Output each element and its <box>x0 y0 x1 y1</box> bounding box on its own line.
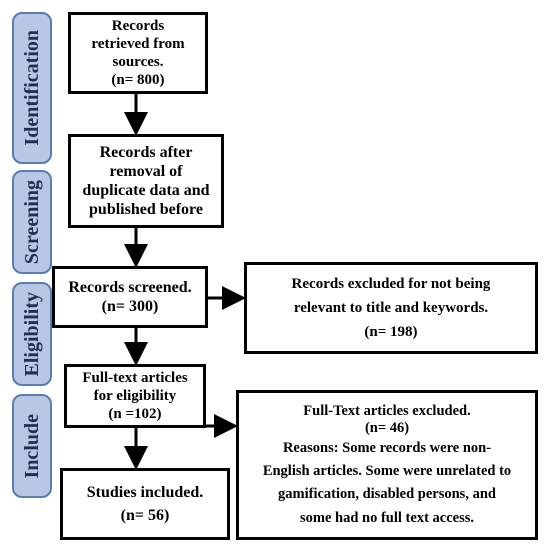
retrieved-line-3: sources. <box>112 54 164 70</box>
removal-line-3: duplicate data and <box>82 182 210 199</box>
fulltext-line-3: (n =102) <box>108 406 162 422</box>
removal-line-4: published before <box>89 201 203 219</box>
ft-excluded-line-3: Reasons: Some records were non- <box>282 439 492 456</box>
ft-excluded-line-4: English articles. Some were unrelated to <box>262 463 512 479</box>
records-screened-box: Records screened. (n= 300) <box>52 266 208 328</box>
ft-excluded-line-2: (n= 46) <box>364 420 410 437</box>
stage-label-identification: Identification <box>12 12 52 164</box>
studies-included-box: Studies included. (n= 56) <box>60 468 230 540</box>
excluded-title-box: Records excluded for not being relevant … <box>244 262 538 354</box>
stage-label-include: Include <box>12 394 52 498</box>
fulltext-box: Full-text articles for eligibility (n =1… <box>64 364 206 428</box>
excluded-title-line-3: (n= 198) <box>364 324 418 340</box>
records-retrieved-box: Records retrieved from sources. (n= 800) <box>68 12 208 94</box>
retrieved-line-4: (n= 800) <box>111 72 165 88</box>
fulltext-line-2: for eligibility <box>93 388 177 404</box>
included-line-1: Studies included. <box>86 483 204 501</box>
stage-label-screening: Screening <box>12 170 52 274</box>
excluded-title-line-1: Records excluded for not being <box>291 276 491 292</box>
after-removal-box: Records after removal of duplicate data … <box>68 134 224 228</box>
removal-line-1: Records after <box>99 143 193 161</box>
ft-excluded-line-5: gamification, disabled persons, and <box>278 486 496 503</box>
retrieved-line-2: retrieved from <box>91 36 185 52</box>
flow-arrows <box>124 94 246 470</box>
screened-line-2: (n= 300) <box>101 298 159 315</box>
retrieved-line-1: Records <box>111 18 165 34</box>
fulltext-excluded-box: Full-Text articles excluded. (n= 46) Rea… <box>236 390 538 540</box>
excluded-title-line-2: relevant to title and keywords. <box>293 300 489 316</box>
screened-line-1: Records screened. <box>68 278 192 296</box>
removal-line-2: removal of <box>109 162 183 180</box>
stage-label-eligibility: Eligibility <box>12 282 52 386</box>
fulltext-line-1: Full-text articles <box>82 370 188 386</box>
ft-excluded-line-6: some had no full text access. <box>300 509 474 526</box>
prisma-flow-diagram: Identification Screening Eligibility Inc… <box>10 10 540 544</box>
included-line-2: (n= 56) <box>120 507 170 524</box>
ft-excluded-line-1: Full-Text articles excluded. <box>303 402 471 419</box>
